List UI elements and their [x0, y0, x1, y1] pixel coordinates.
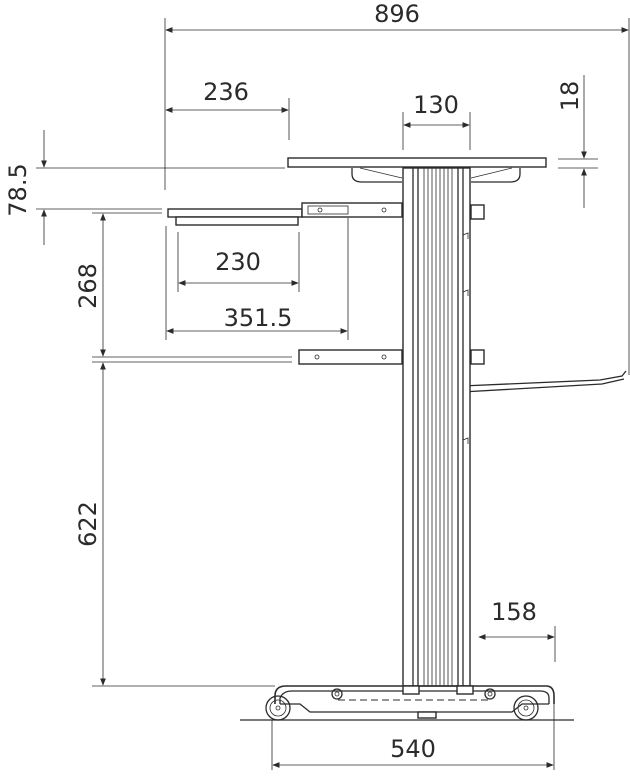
- caster-wheel-right: [513, 695, 539, 721]
- table-top: [287, 157, 547, 183]
- dim-label-overall-width: 896: [374, 0, 420, 28]
- dim-label-tray-reach: 351.5: [224, 304, 293, 332]
- dim-label-shelf-gap: 268: [74, 263, 102, 309]
- side-shelf-bracket: [457, 370, 627, 395]
- dimension-base-width: 540: [271, 704, 555, 770]
- lower-shelf: [298, 349, 485, 365]
- dimension-overall-width: 896: [164, 0, 630, 375]
- dimension-base-height: 622: [74, 361, 292, 687]
- dimension-tray-drop: 78.5: [4, 130, 285, 245]
- dim-label-tray-offset: 236: [203, 78, 249, 106]
- dim-label-base-height: 622: [74, 501, 102, 547]
- dimension-tray-offset: 236: [165, 78, 290, 140]
- dim-label-tray-drop: 78.5: [4, 163, 32, 216]
- dimension-shelf-gap: 268: [74, 212, 292, 358]
- dim-label-tray-width: 230: [215, 248, 261, 276]
- caster-wheel-left: [265, 695, 291, 721]
- dimension-tray-width: 230: [177, 232, 300, 292]
- base-frame: [240, 685, 574, 721]
- dimension-top-thickness: 18: [556, 75, 598, 208]
- dim-label-column-width: 130: [413, 91, 459, 119]
- column-assembly: [402, 167, 471, 687]
- dimension-bracket-width: 158: [478, 598, 556, 662]
- dim-label-bracket-width: 158: [491, 598, 537, 626]
- dim-label-base-width: 540: [390, 735, 436, 763]
- dimension-column-width: 130: [402, 91, 471, 150]
- keyboard-tray: [167, 202, 485, 226]
- dimension-tray-reach: 351.5: [165, 218, 349, 340]
- dim-label-top-thickness: 18: [556, 81, 584, 112]
